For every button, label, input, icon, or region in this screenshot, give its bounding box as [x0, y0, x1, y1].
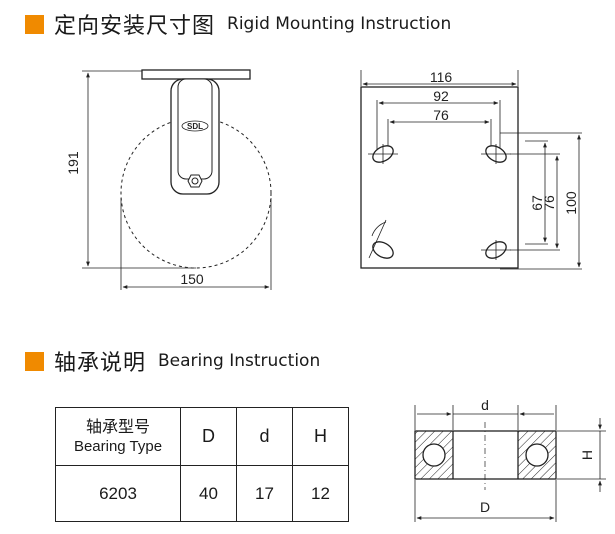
header-type-cn: 轴承型号 [85, 418, 150, 436]
hole-v-inner-dim-label: 67 [529, 195, 545, 211]
axle-nut-icon [187, 174, 203, 188]
cell-D: 40 [180, 465, 237, 522]
hole-outer-dim-label: 92 [433, 88, 449, 104]
bearing-ball-left [422, 443, 446, 467]
header-D: D [180, 407, 237, 466]
wheel-dia-dim-label: 150 [180, 271, 204, 287]
wheel-side-view: 191 SDL 150 [65, 69, 272, 290]
bearing-title-en: Bearing Instruction [158, 351, 321, 371]
brand-logo: SDL [187, 122, 203, 131]
top-plate-outline [360, 86, 519, 269]
section-marker-icon [25, 351, 44, 371]
mounting-section-header: 定向安装尺寸图 Rigid Mounting Instruction [25, 8, 451, 40]
table-row: 6203 40 17 12 [55, 465, 349, 522]
bearing-D-label: D [480, 499, 490, 515]
hole-inner-dim-label: 76 [433, 107, 449, 123]
bearing-cross-section: d D H [414, 397, 606, 522]
axle-hole [191, 177, 199, 185]
header-H: H [292, 407, 349, 466]
wheel-outline [120, 117, 272, 269]
header-bearing-type: 轴承型号 Bearing Type [55, 407, 181, 466]
cell-H: 12 [292, 465, 349, 522]
cell-d: 17 [236, 465, 293, 522]
plate-width-dim-label: 116 [430, 69, 453, 85]
mounting-title-cn: 定向安装尺寸图 [54, 14, 216, 39]
top-plate-side [141, 69, 251, 80]
table-header-row: 轴承型号 Bearing Type D d H [55, 407, 349, 466]
header-type-en: Bearing Type [73, 437, 163, 455]
mounting-title-en: Rigid Mounting Instruction [227, 14, 452, 34]
top-plate-view: 116 92 76 100 76 67 [360, 69, 582, 270]
bearing-ball-right [525, 443, 549, 467]
brand-logo-ring [181, 120, 209, 132]
cell-type: 6203 [55, 465, 181, 522]
bearing-section-header: 轴承说明 Bearing Instruction [25, 345, 320, 377]
bearing-title-cn: 轴承说明 [54, 351, 147, 376]
bearing-d-label: d [481, 397, 489, 413]
bearing-spec-table: 轴承型号 Bearing Type D d H 6203 40 17 12 [55, 407, 349, 522]
plate-height-dim-label: 100 [563, 191, 579, 215]
header-d: d [236, 407, 293, 466]
bearing-H-label: H [579, 450, 595, 460]
height-dim-label: 191 [65, 151, 81, 175]
mount-hole-bottom-left [372, 241, 394, 259]
section-marker-icon [25, 14, 44, 34]
